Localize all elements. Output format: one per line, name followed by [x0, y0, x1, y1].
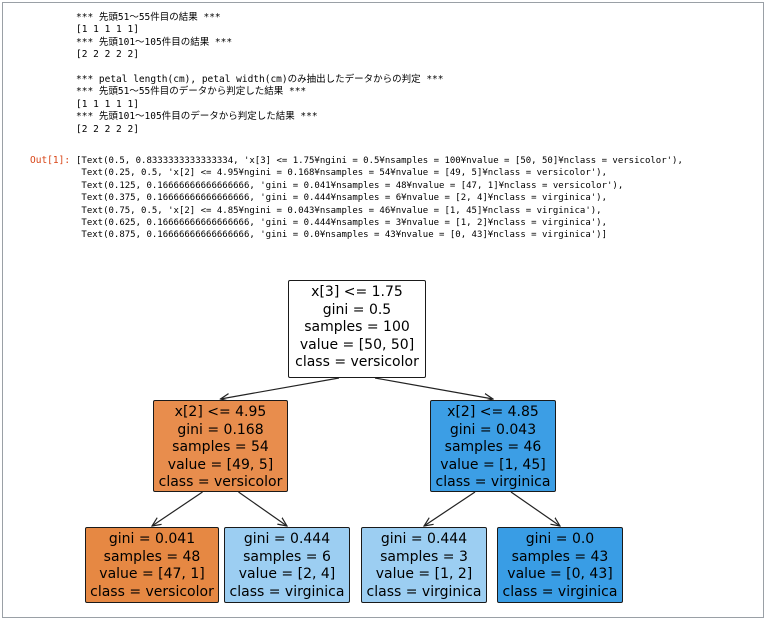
repr-line: Text(0.125, 0.16666666666666666, 'gini =…	[76, 180, 624, 191]
cell-output-repr: [Text(0.5, 0.8333333333333334, 'x[3] <= …	[76, 155, 683, 242]
tree-edge-left-ll	[152, 491, 203, 526]
tree-node-line: class = versicolor	[295, 354, 419, 371]
tree-node-line: class = virginica	[502, 583, 618, 600]
tree-edge-root-left	[221, 377, 340, 399]
out-prompt: Out[1]:	[30, 155, 71, 166]
repr-line: Text(0.875, 0.16666666666666666, 'gini =…	[76, 230, 608, 241]
tree-node-line: value = [2, 4]	[238, 566, 336, 583]
tree-node-line: gini = 0.0	[525, 531, 595, 547]
repr-line: Text(0.625, 0.16666666666666666, 'gini =…	[76, 218, 608, 229]
tree-node-line: class = virginica	[366, 583, 482, 600]
tree-node-line: gini = 0.043	[449, 421, 537, 438]
tree-edges	[0, 377, 768, 610]
repr-line: Text(0.75, 0.5, 'x[2] <= 4.85¥ngini = 0.…	[76, 205, 602, 216]
stdout-line: *** 先頭101～105件目のデータから判定した結果 ***	[76, 111, 318, 123]
repr-line: [Text(0.5, 0.8333333333333334, 'x[3] <= …	[76, 156, 683, 166]
tree-edge-left-lr	[238, 491, 288, 526]
tree-node-line: x[2] <= 4.95	[174, 404, 267, 420]
stdout-line: [1 1 1 1 1]	[76, 24, 139, 36]
tree-node-line: samples = 48	[103, 548, 201, 565]
tree-node-line: class = versicolor	[90, 583, 214, 600]
tree-node-line: gini = 0.5	[322, 301, 392, 318]
stdout-line: *** petal length(cm), petal width(cm)のみ抽…	[76, 74, 444, 86]
tree-node-line: samples = 46	[444, 439, 542, 456]
stdout-line	[76, 62, 444, 74]
tree-node-line: class = virginica	[435, 474, 551, 491]
tree-edge-right-rr	[510, 491, 560, 526]
tree-node-line: x[3] <= 1.75	[311, 284, 403, 300]
tree-node-line: gini = 0.041	[108, 531, 196, 547]
tree-node-line: samples = 6	[243, 548, 331, 565]
stdout-line: [1 1 1 1 1]	[76, 98, 139, 110]
stdout-line: [2 2 2 2 2]	[76, 123, 139, 135]
stdout-line: [2 2 2 2 2]	[76, 49, 139, 61]
tree-node-line: samples = 100	[304, 319, 410, 336]
repr-line: Text(0.375, 0.16666666666666666, 'gini =…	[76, 193, 608, 204]
tree-node-line: gini = 0.168	[177, 421, 264, 438]
tree-edge-right-rl	[424, 491, 476, 526]
tree-node-line: samples = 43	[511, 548, 609, 565]
repr-line: Text(0.25, 0.5, 'x[2] <= 4.95¥ngini = 0.…	[76, 168, 608, 179]
tree-node-line: class = virginica	[229, 583, 345, 600]
tree-node-line: value = [1, 2]	[375, 566, 473, 583]
tree-node-line: samples = 54	[172, 439, 269, 456]
tree-node-line: value = [47, 1]	[99, 566, 205, 583]
stdout-line: *** 先頭51～55件目のデータから判定した結果 ***	[76, 86, 307, 98]
tree-node-line: x[2] <= 4.85	[447, 404, 539, 420]
tree-node-line: samples = 3	[380, 548, 468, 565]
stdout-line: *** 先頭51～55件目の結果 ***	[76, 12, 221, 23]
stdout-line: *** 先頭101～105件目の結果 ***	[76, 36, 233, 48]
tree-node-line: value = [49, 5]	[167, 456, 274, 473]
cell-stdout: *** 先頭51～55件目の結果 ***[1 1 1 1 1]*** 先頭101…	[76, 12, 444, 136]
tree-edge-root-right	[374, 377, 493, 399]
tree-node-line: value = [50, 50]	[299, 336, 415, 353]
tree-node-line: class = versicolor	[158, 474, 283, 491]
tree-node-line: gini = 0.444	[380, 531, 468, 547]
tree-node-line: gini = 0.444	[243, 531, 331, 547]
tree-node-line: value = [1, 45]	[440, 456, 546, 473]
tree-node-line: value = [0, 43]	[507, 566, 613, 583]
